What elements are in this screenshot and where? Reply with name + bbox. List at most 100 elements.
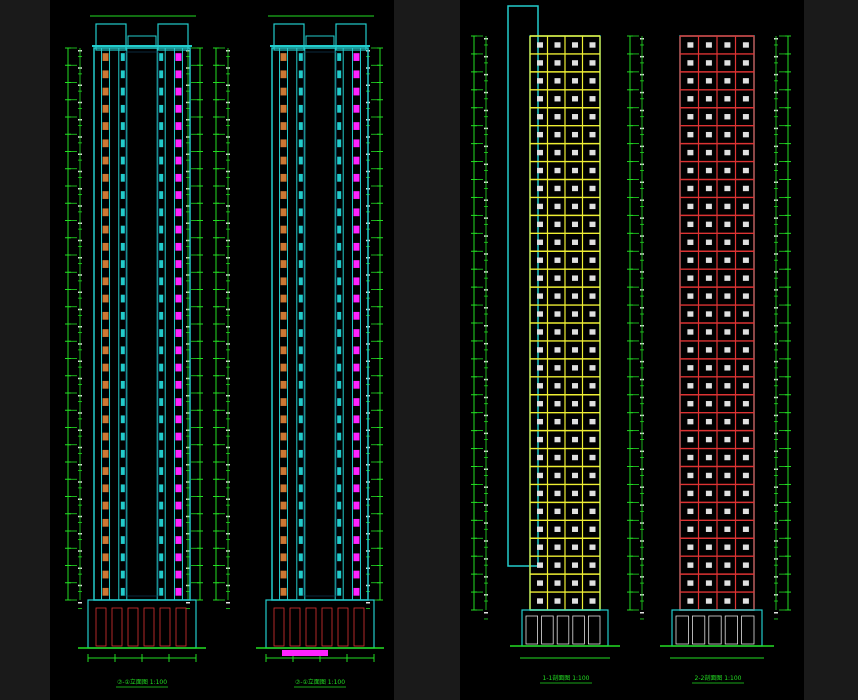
room-tag xyxy=(687,96,694,102)
room-tag xyxy=(742,311,749,317)
drawing-caption-right-2: 2-2剖面图 1:100 xyxy=(695,674,742,682)
room-tag xyxy=(705,167,712,174)
room-tag xyxy=(687,365,694,371)
roof-screen xyxy=(127,35,157,47)
room-tag xyxy=(572,347,578,353)
window-slit xyxy=(337,122,342,130)
window-slit xyxy=(120,587,125,596)
room-tag xyxy=(554,526,561,532)
window-magenta xyxy=(353,415,360,424)
podium-bay xyxy=(95,607,107,647)
room-tag xyxy=(742,418,749,425)
room-tag xyxy=(537,185,543,192)
window-orange xyxy=(102,432,109,441)
room-tag xyxy=(742,221,749,228)
room-tag xyxy=(724,490,731,497)
window-magenta xyxy=(353,294,360,303)
window-orange xyxy=(280,553,287,562)
room-tag xyxy=(724,436,731,443)
room-tag xyxy=(687,275,694,281)
window-magenta xyxy=(175,260,182,268)
room-tag xyxy=(742,203,749,210)
podium-bay xyxy=(127,607,139,647)
room-tag xyxy=(589,149,596,156)
window-magenta xyxy=(353,191,360,199)
window-orange xyxy=(102,570,109,579)
room-tag xyxy=(572,114,578,120)
room-tag xyxy=(589,78,596,84)
room-tag xyxy=(589,329,596,335)
window-orange xyxy=(102,173,109,182)
room-tag xyxy=(724,365,731,371)
room-tag xyxy=(572,544,578,550)
window-orange xyxy=(280,501,287,510)
room-tag xyxy=(724,526,731,532)
window-slit xyxy=(298,380,303,389)
window-orange xyxy=(102,380,109,389)
window-magenta xyxy=(175,484,182,493)
level-text-mark xyxy=(366,602,370,604)
window-magenta xyxy=(175,53,182,61)
window-slit xyxy=(159,467,164,475)
drawing-caption-left-1: ⑦-①立面图 1:100 xyxy=(117,678,167,686)
room-tag xyxy=(554,580,561,586)
room-tag xyxy=(705,275,712,281)
room-tag xyxy=(687,131,694,138)
room-tag xyxy=(537,221,543,228)
roof-parapet xyxy=(157,23,189,51)
room-tag xyxy=(687,42,694,48)
window-magenta xyxy=(353,363,360,372)
window-magenta xyxy=(353,484,360,493)
window-magenta xyxy=(175,449,182,458)
window-orange xyxy=(102,294,109,303)
room-tag xyxy=(572,221,578,228)
room-tag xyxy=(537,580,543,586)
window-slit xyxy=(337,242,342,251)
podium xyxy=(87,599,197,649)
room-tag xyxy=(742,60,749,66)
window-slit xyxy=(298,70,303,79)
room-tag xyxy=(742,598,749,604)
room-tag xyxy=(742,347,749,353)
window-orange xyxy=(280,191,287,199)
base-bay xyxy=(675,615,689,645)
window-orange xyxy=(280,518,287,527)
window-slit xyxy=(298,346,303,355)
window-slit xyxy=(120,501,125,510)
room-tag xyxy=(687,329,694,335)
window-orange xyxy=(280,449,287,458)
room-tag xyxy=(589,96,596,102)
room-tag xyxy=(705,418,712,425)
window-slit xyxy=(120,432,125,441)
room-tag xyxy=(572,436,578,443)
room-tag xyxy=(742,562,749,568)
window-orange xyxy=(102,467,109,475)
room-tag xyxy=(742,329,749,335)
room-tag xyxy=(537,562,543,568)
room-tag xyxy=(724,185,731,192)
room-tag xyxy=(705,562,712,568)
window-orange xyxy=(280,87,287,96)
room-tag xyxy=(705,508,712,515)
window-orange xyxy=(280,363,287,372)
window-magenta xyxy=(175,122,182,130)
room-tag xyxy=(537,167,543,174)
room-tag xyxy=(589,365,596,371)
room-tag xyxy=(589,275,596,281)
room-tag xyxy=(742,257,749,263)
window-magenta xyxy=(175,311,182,320)
window-orange xyxy=(280,311,287,320)
base-bay xyxy=(572,615,585,645)
window-slit xyxy=(298,311,303,320)
window-slit xyxy=(159,311,164,320)
window-magenta xyxy=(175,518,182,527)
window-slit xyxy=(120,536,125,544)
window-orange xyxy=(102,363,109,372)
window-slit xyxy=(337,191,342,199)
window-slit xyxy=(120,329,125,337)
room-tag xyxy=(554,78,561,84)
window-slit xyxy=(298,587,303,596)
window-slit xyxy=(159,570,164,579)
base-bay xyxy=(724,615,739,645)
